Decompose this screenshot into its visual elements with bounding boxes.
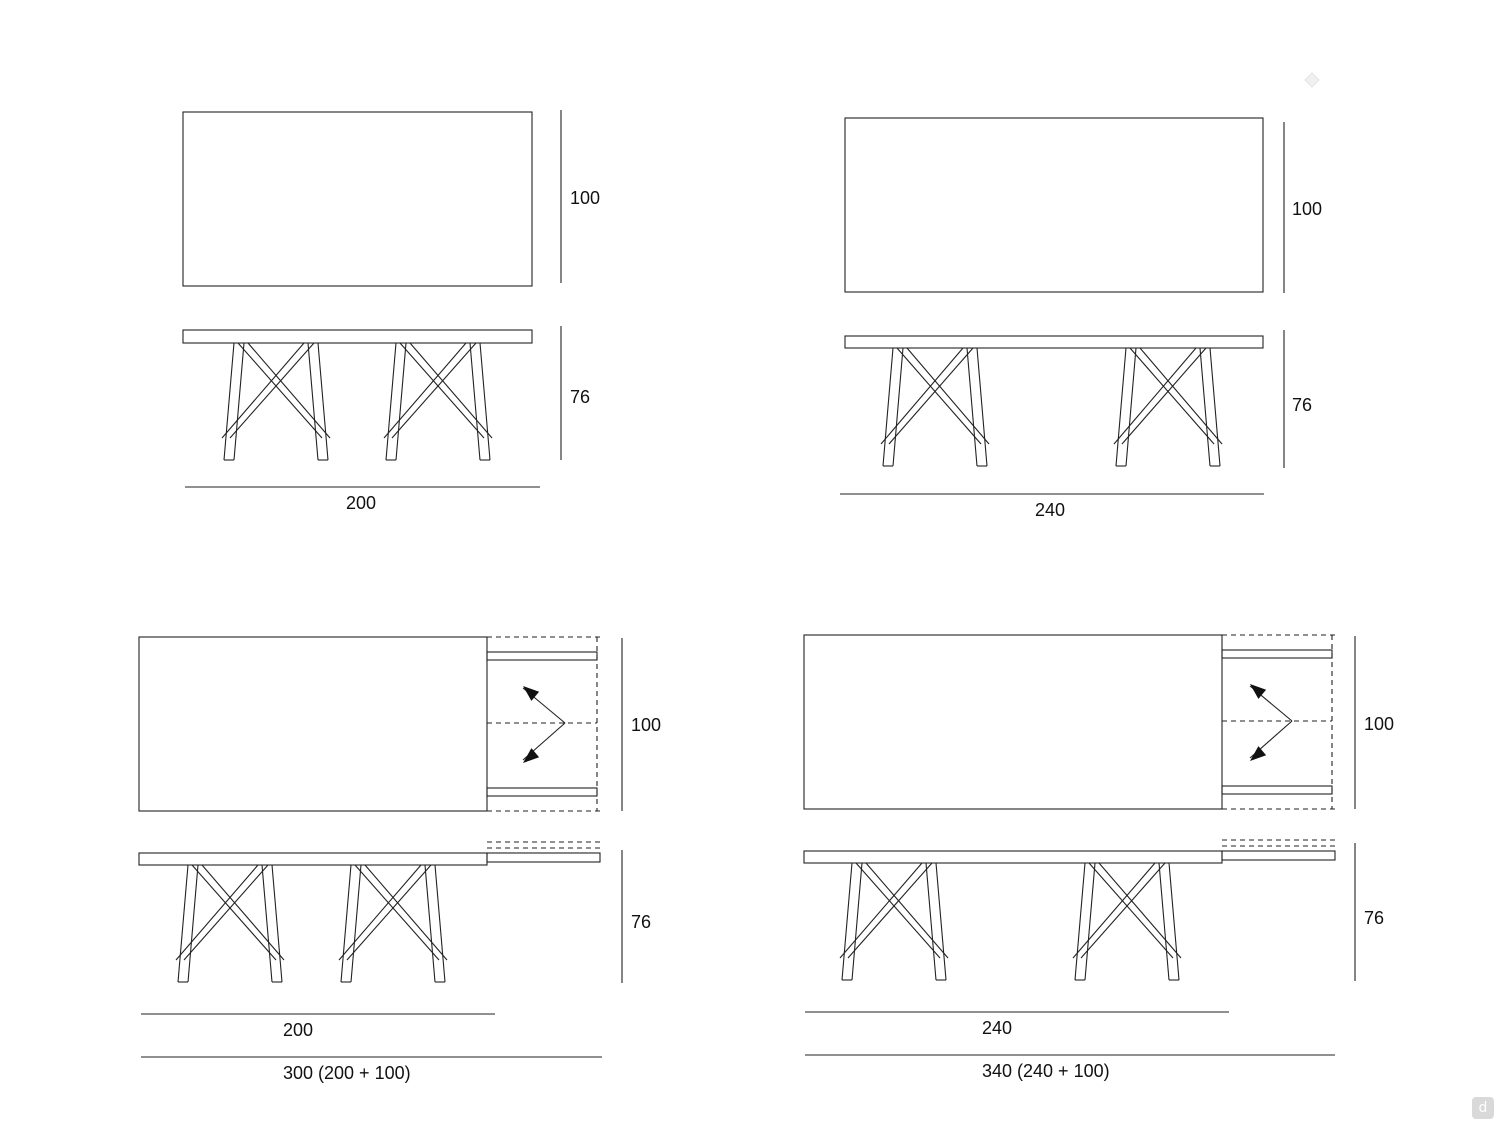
trestle-240x-right-leg-line-5 — [1098, 862, 1182, 959]
trestle-240x-left-leg-line-2 — [925, 862, 937, 981]
trestle-240x-right-leg-line-3 — [1168, 862, 1180, 981]
brand-logo-icon: d — [1472, 1097, 1494, 1119]
trestle-240x-right-leg-line-0 — [1074, 862, 1086, 981]
plan-depth-label-240: 100 — [1292, 199, 1323, 219]
trestle-200-right-leg-line-4 — [399, 342, 485, 439]
extension-rail-top-200 — [486, 651, 598, 661]
trestle-200-left-leg-line-2 — [307, 342, 319, 461]
trestle-200-left-leg-line-1 — [233, 342, 245, 461]
trestle-240-left-leg-line-2 — [966, 347, 978, 467]
trestle-240-left-leg-line-3 — [976, 347, 988, 467]
trestle-240x-left-leg-line-4 — [855, 862, 941, 959]
trestle-200-right-leg-line-3 — [479, 342, 491, 461]
elevation-top-200 — [182, 329, 533, 344]
trestle-200-right-leg-line-1 — [395, 342, 407, 461]
total-width-label-340: 340 (240 + 100) — [982, 1061, 1110, 1081]
trestle-240-right-leg-line-0 — [1115, 347, 1127, 467]
elevation-leaf-240 — [1221, 850, 1336, 861]
height-label-200: 76 — [570, 387, 591, 407]
extension-rail-bottom-240 — [1221, 785, 1333, 795]
total-width-label-300: 300 (200 + 100) — [283, 1063, 411, 1083]
trestle-240-right-leg-line-5 — [1139, 347, 1223, 445]
trestle-200x-left-leg-line-1 — [187, 864, 199, 983]
trestle-200x-right-leg-line-2 — [424, 864, 436, 983]
plan-view-200 — [182, 111, 533, 287]
trestle-200-right-leg-line-2 — [469, 342, 481, 461]
arrow-up-icon-240 — [1250, 684, 1267, 699]
trestle-240-right-leg-line-7 — [1113, 347, 1197, 445]
trestle-240x-left-leg-line-5 — [865, 862, 949, 959]
trestle-200x-left-leg-line-2 — [261, 864, 273, 983]
trestle-240x-left-leg-line-0 — [841, 862, 853, 981]
trestle-240x-right-leg-line-1 — [1084, 862, 1096, 981]
trestle-240-right-leg-line-1 — [1125, 347, 1137, 467]
trestle-200x-right-leg-line-7 — [338, 864, 422, 961]
trestle-240-right-leg-line-2 — [1199, 347, 1211, 467]
trestle-240x-right-leg-line-6 — [1080, 862, 1166, 959]
trestle-200-left-leg-line-6 — [229, 342, 315, 439]
trestle-200x-left-leg-line-3 — [271, 864, 283, 983]
arrow-up-icon-200 — [523, 686, 540, 701]
trestle-240x-left-leg-line-1 — [851, 862, 863, 981]
trestle-240-left-leg-line-6 — [888, 347, 974, 445]
elevation-top-200-extended — [138, 852, 488, 866]
trestle-240-right-leg-line-4 — [1129, 347, 1215, 445]
plan-view-200-extended — [138, 636, 488, 812]
trestle-240x-right-leg-line-4 — [1088, 862, 1174, 959]
width-label-200: 200 — [346, 493, 377, 513]
plan-depth-label-240-extended: 100 — [1364, 714, 1395, 734]
elevation-top-240 — [844, 335, 1264, 349]
trestle-200-left-leg-line-3 — [317, 342, 329, 461]
trestle-240-left-leg-line-5 — [906, 347, 990, 445]
trestle-240-right-leg-line-6 — [1121, 347, 1207, 445]
trestle-200x-left-leg-line-0 — [177, 864, 189, 983]
trestle-240x-left-leg-line-7 — [839, 862, 923, 959]
trestle-240-left-leg-line-1 — [892, 347, 904, 467]
arrow-down-icon-200 — [523, 748, 540, 763]
extension-rail-bottom-200 — [486, 787, 598, 797]
trestle-240x-right-leg-line-2 — [1158, 862, 1170, 981]
width-label-200-extended: 200 — [283, 1020, 314, 1040]
trestle-240-right-leg-line-3 — [1209, 347, 1221, 467]
trestle-240x-left-leg-line-6 — [847, 862, 933, 959]
trestle-200-right-leg-line-7 — [383, 342, 467, 439]
trestle-200-left-leg-line-7 — [221, 342, 305, 439]
height-label-240-extended: 76 — [1364, 908, 1385, 928]
elevation-leaf-200 — [486, 852, 601, 863]
trestle-240-left-leg-line-7 — [880, 347, 964, 445]
diamond-watermark-icon — [1304, 72, 1320, 88]
trestle-240x-left-leg-line-3 — [935, 862, 947, 981]
arrow-down-icon-240 — [1250, 746, 1267, 761]
elevation-top-240-extended — [803, 850, 1223, 864]
plan-depth-label-200-extended: 100 — [631, 715, 662, 735]
height-label-200-extended: 76 — [631, 912, 652, 932]
width-label-240-extended: 240 — [982, 1018, 1013, 1038]
width-label-240: 240 — [1035, 500, 1066, 520]
trestle-200x-left-leg-line-6 — [183, 864, 269, 961]
trestle-200x-left-leg-line-7 — [175, 864, 259, 961]
trestle-240-left-leg-line-4 — [896, 347, 982, 445]
trestle-200x-right-leg-line-1 — [350, 864, 362, 983]
trestle-240-left-leg-line-0 — [882, 347, 894, 467]
trestle-200-left-leg-line-4 — [237, 342, 323, 439]
trestle-200x-right-leg-line-5 — [364, 864, 448, 961]
plan-depth-label-200: 100 — [570, 188, 601, 208]
trestle-200-right-leg-line-6 — [391, 342, 477, 439]
trestle-200-right-leg-line-5 — [409, 342, 493, 439]
trestle-200x-right-leg-line-0 — [340, 864, 352, 983]
trestle-200x-right-leg-line-4 — [354, 864, 440, 961]
trestle-200-right-leg-line-0 — [385, 342, 397, 461]
trestle-200x-left-leg-line-5 — [201, 864, 285, 961]
trestle-200x-left-leg-line-4 — [191, 864, 277, 961]
height-label-240: 76 — [1292, 395, 1313, 415]
plan-view-240 — [844, 117, 1264, 293]
extension-rail-top-240 — [1221, 649, 1333, 659]
trestle-200-left-leg-line-5 — [247, 342, 331, 439]
trestle-200x-right-leg-line-3 — [434, 864, 446, 983]
trestle-200-left-leg-line-0 — [223, 342, 235, 461]
trestle-200x-right-leg-line-6 — [346, 864, 432, 961]
trestle-240x-right-leg-line-7 — [1072, 862, 1156, 959]
plan-view-240-extended — [803, 634, 1223, 810]
